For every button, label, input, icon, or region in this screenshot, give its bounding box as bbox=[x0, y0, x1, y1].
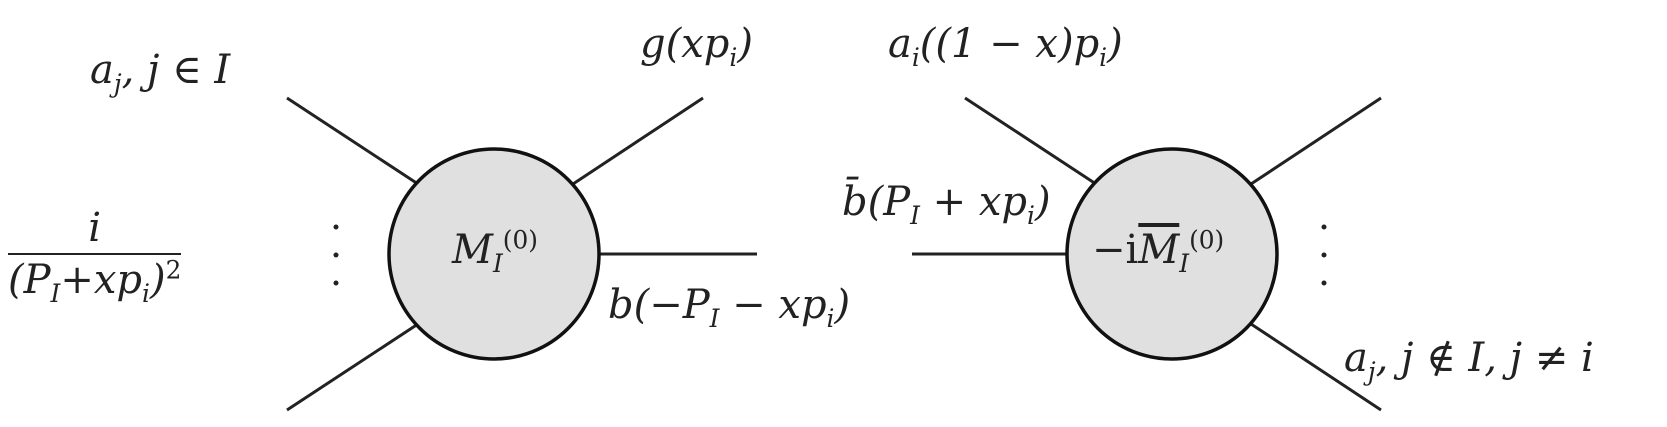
left-blob-legs bbox=[286, 96, 757, 412]
label-g-xpi: g(xpi) bbox=[640, 21, 753, 72]
label-aj-notin-I: aj, j ∉ I, j ≠ i bbox=[1344, 335, 1594, 386]
left-amplitude-blob bbox=[387, 147, 601, 361]
right-blob-legs bbox=[912, 96, 1382, 412]
leg-lower-left bbox=[286, 322, 419, 412]
right-amplitude-blob bbox=[1065, 147, 1279, 361]
left-ellipsis bbox=[333, 224, 339, 286]
label-propagator: i (PI+xpi)2 bbox=[8, 205, 182, 308]
label-bbar-plus: b̄(PI + xpi) bbox=[842, 179, 1051, 230]
label-ai: ai((1 − x)pi) bbox=[888, 21, 1123, 72]
right-ellipsis bbox=[1321, 224, 1327, 286]
leg-aj-notin-I bbox=[1250, 322, 1382, 412]
left-blob-label: MI(0) bbox=[452, 225, 538, 278]
label-aj-in-I: aj, j ∈ I bbox=[90, 47, 231, 98]
label-b-minus: b(−PI − xpi) bbox=[608, 282, 851, 333]
right-blob-label: −iMI(0) bbox=[1092, 225, 1225, 278]
leg-ai bbox=[964, 96, 1097, 186]
leg-gluon bbox=[572, 96, 704, 186]
leg-upper-right bbox=[1250, 96, 1382, 186]
leg-aj-in-I bbox=[286, 96, 419, 186]
